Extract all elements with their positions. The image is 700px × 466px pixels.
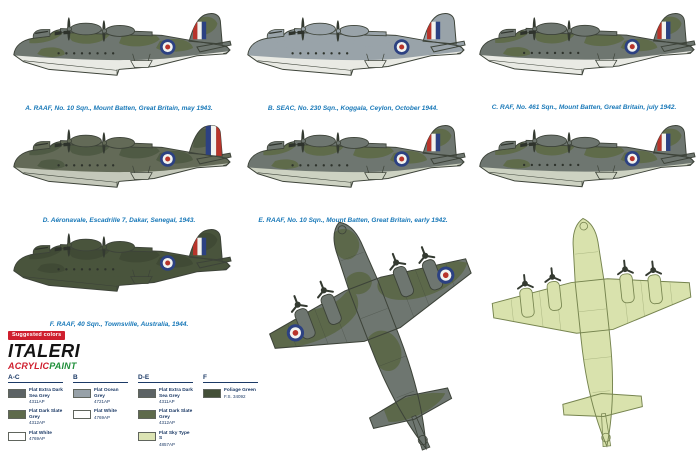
profile-B: B. SEAC, No. 230 Sqn., Koggala, Ceylon, … [240, 10, 466, 112]
color-code: 4857AP [159, 441, 176, 447]
color-code: 4312AP [29, 420, 46, 426]
color-code: 4769AP [29, 436, 46, 442]
color-swatch [138, 431, 156, 441]
color-code: F.S. 34092 [224, 393, 246, 399]
profile-D: D. Aéronavale, Escadrille 7, Dakar, Sene… [6, 122, 232, 224]
color-name: Flat Dark Slate Grey [159, 409, 193, 420]
color-swatch [8, 431, 26, 441]
legend-group-label: D-E [138, 374, 193, 383]
profile-E-starboard [472, 122, 696, 215]
bottom-view-sky [482, 204, 700, 462]
color-code: 4312AP [159, 420, 176, 426]
color-swatch [138, 410, 156, 420]
brand-block: Suggested colors ITALERI ACRYLICPAINT [8, 331, 80, 371]
profile-caption-F: F. RAAF, 40 Sqn., Townsville, Australia,… [49, 320, 189, 328]
color-name: Foliage Green [224, 388, 256, 393]
profile-A: A. RAAF, No. 10 Sqn., Mount Batten, Grea… [6, 10, 232, 112]
color-code: 4311AP [29, 399, 45, 405]
color-swatch [73, 389, 91, 398]
aircraft-side-view-A [6, 10, 232, 104]
color-name: Flat Dark Slate Grey [29, 409, 63, 420]
color-code: 4311AP [159, 399, 175, 405]
color-name: Flat Extra Dark Sea Grey [159, 388, 193, 399]
profile-C: C. RAF, No. 461 Sqn., Mount Batten, Grea… [472, 10, 696, 111]
legend-group-label: A-C [8, 374, 63, 383]
paint-word: PAINT [49, 360, 77, 371]
aircraft-side-view-D [6, 122, 232, 216]
legend-group-label: B [73, 374, 128, 383]
profile-caption-C: C. RAF, No. 461 Sqn., Mount Batten, Grea… [491, 103, 677, 111]
acrylic-word: ACRYLIC [8, 360, 50, 371]
aircraft-side-view-E-starboard [472, 122, 696, 215]
aircraft-side-view-C [472, 10, 696, 103]
aircraft-side-view-B [240, 10, 466, 104]
suggested-colors-label: Suggested colors [8, 331, 66, 340]
color-name: Flat White [29, 430, 52, 436]
color-code: 4769AP [94, 414, 111, 420]
color-name: Flat Extra Dark Sea Grey [29, 388, 63, 399]
color-swatch [203, 389, 221, 398]
profile-E: E. RAAF, No. 10 Sqn., Mount Batten, Grea… [240, 122, 466, 224]
italeri-logo: ITALERI [8, 340, 81, 361]
aircraft-bottom-view [482, 204, 700, 462]
profile-caption-E: E. RAAF, No. 10 Sqn., Mount Batten, Grea… [258, 216, 448, 224]
color-name: Flat Sky Type S [159, 430, 190, 442]
aircraft-side-view-F [6, 226, 232, 320]
color-swatch [8, 410, 26, 420]
color-name: Flat White [94, 409, 117, 415]
profile-caption-D: D. Aéronavale, Escadrille 7, Dakar, Sene… [42, 216, 196, 224]
color-swatch [8, 389, 26, 398]
color-code: 4721AP [94, 399, 111, 405]
profile-caption-A: A. RAAF, No. 10 Sqn., Mount Batten, Grea… [25, 104, 213, 112]
color-name: Flat Ocean Grey [94, 388, 119, 399]
profile-caption-B: B. SEAC, No. 230 Sqn., Koggala, Ceylon, … [267, 104, 439, 112]
profile-F: F. RAAF, 40 Sqn., Townsville, Australia,… [6, 226, 232, 328]
legend-group-label: F [203, 374, 258, 383]
color-swatch [73, 410, 91, 420]
acrylicpaint-logo: ACRYLICPAINT [8, 360, 80, 371]
color-swatch [138, 389, 156, 398]
